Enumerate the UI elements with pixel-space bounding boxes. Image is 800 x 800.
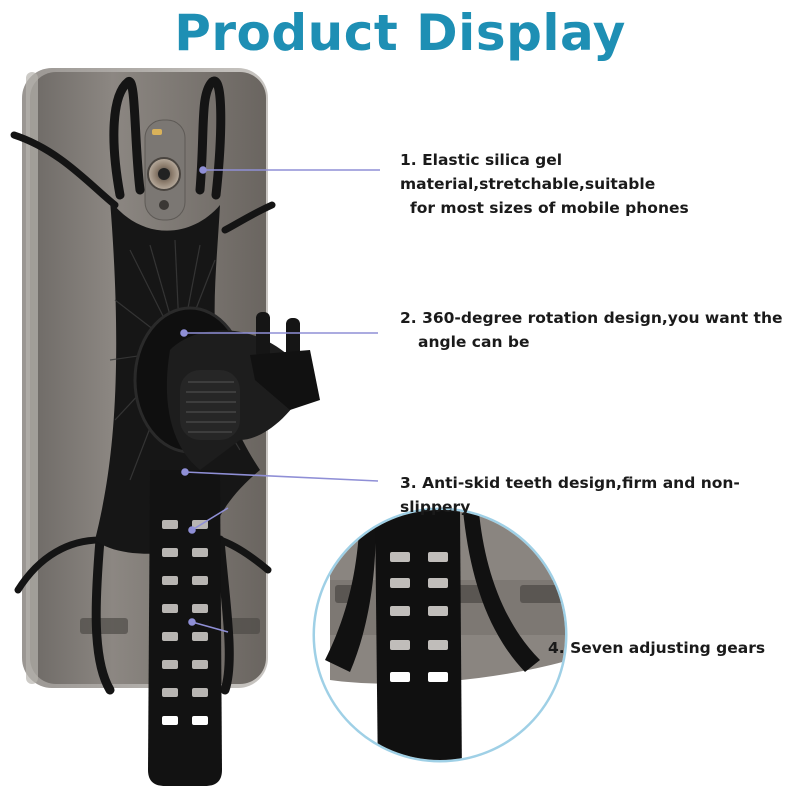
feature-4-label: 4. Seven adjusting gears <box>548 636 765 660</box>
feature-2-line2: angle can be <box>418 333 530 351</box>
feature-4-line1: 4. Seven adjusting gears <box>548 639 766 657</box>
feature-3-line1: 3. Anti-skid teeth design,firm and non-s… <box>400 474 740 516</box>
feature-3-label: 3. Anti-skid teeth design,firm and non-s… <box>400 471 800 519</box>
flash-icon <box>152 129 162 135</box>
rotation-mount <box>133 306 320 470</box>
callout-lines <box>180 166 380 633</box>
silicone-holder <box>10 76 276 695</box>
feature-1-label: 1. Elastic silica gel material,stretchab… <box>400 148 800 220</box>
feature-2-label: 2. 360-degree rotation design,you want t… <box>400 306 783 354</box>
feature-1-line2: for most sizes of mobile phones <box>410 199 689 217</box>
adjusting-strap <box>148 470 222 786</box>
page-title: Product Display <box>174 4 626 62</box>
feature-2-line1: 2. 360-degree rotation design,you want t… <box>400 309 783 327</box>
feature-1-line1: 1. Elastic silica gel material,stretchab… <box>400 151 656 193</box>
